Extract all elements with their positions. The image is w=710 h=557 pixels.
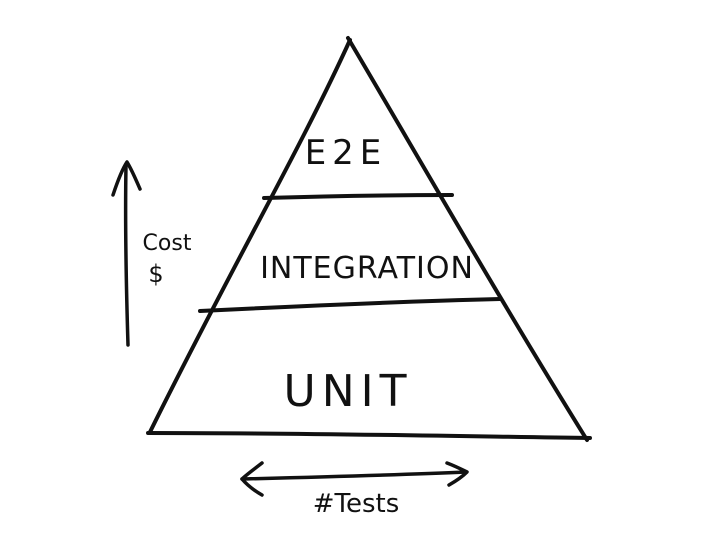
- layer-label-unit: UNIT: [284, 366, 413, 417]
- tests-axis-right-arrowhead: [445, 461, 469, 487]
- tests-axis-label: #Tests: [313, 489, 400, 519]
- pyramid-left-edge: [148, 38, 352, 434]
- tests-axis-left-arrowhead: [240, 461, 264, 497]
- layer-label-integration: INTEGRATION: [260, 251, 474, 286]
- cost-axis-arrowhead: [111, 160, 142, 197]
- cost-axis-symbol: $: [148, 260, 163, 288]
- divider-integration-unit: [198, 297, 502, 313]
- cost-axis-line: [123, 163, 130, 347]
- tests-axis-line: [240, 470, 468, 481]
- pyramid-right-edge: [346, 36, 589, 442]
- pyramid-base-line: [146, 431, 592, 440]
- cost-axis-label: Cost: [143, 231, 192, 256]
- divider-e2e-integration: [262, 193, 454, 200]
- layer-label-e2e: E2E: [305, 133, 388, 173]
